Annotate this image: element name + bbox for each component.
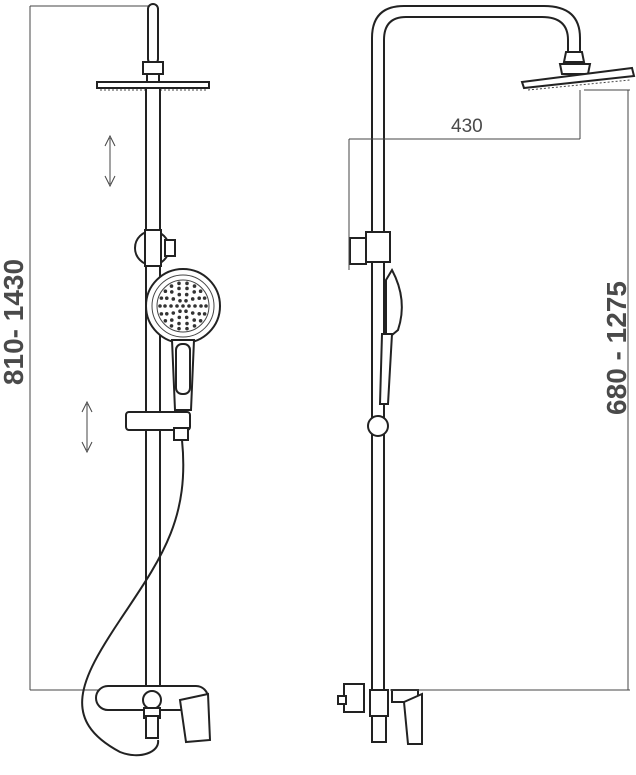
main-riser-bar [145, 87, 161, 689]
hand-shower-side [378, 267, 403, 405]
front-view [29, 3, 221, 757]
left-dimension-line [29, 5, 150, 691]
slider-knob-side [367, 415, 389, 437]
height-adjust-arrow-icon [104, 134, 116, 188]
reach-dimension-line [348, 90, 581, 270]
diverter-side [349, 231, 391, 265]
shower-hose [81, 439, 185, 757]
hand-shower-icon [145, 268, 221, 411]
right-height-range-label: 680 - 1275 [601, 281, 632, 415]
mixer-valve-icon [95, 685, 212, 744]
left-height-range-label: 810- 1430 [0, 258, 29, 386]
side-view [337, 5, 636, 745]
slider-holder [125, 411, 191, 441]
height-adjust-arrow-icon-lower [81, 400, 93, 454]
arm-reach-label: 430 [451, 116, 483, 137]
diverter-clamp [134, 229, 176, 267]
right-dimension-line [390, 89, 630, 691]
mixer-valve-side [337, 683, 423, 745]
arched-riser [371, 5, 581, 690]
top-riser-tube [142, 3, 164, 83]
shower-head-icon [520, 51, 636, 91]
